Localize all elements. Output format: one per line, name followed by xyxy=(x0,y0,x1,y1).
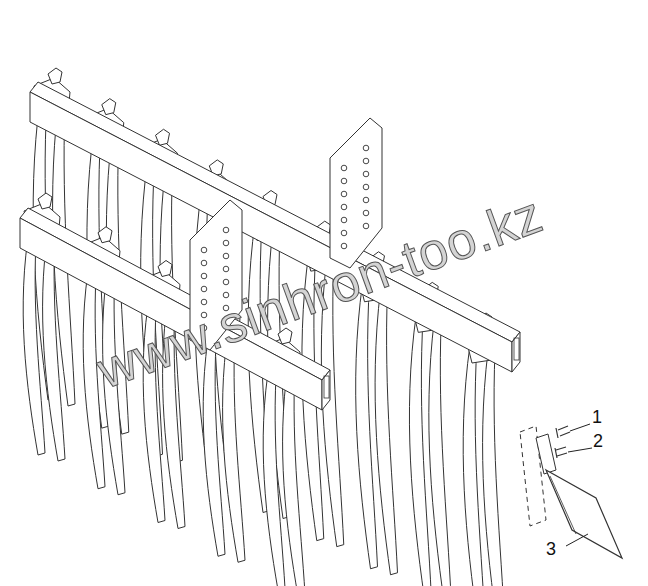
spring-tine xyxy=(409,314,431,586)
plate-hole xyxy=(363,223,369,229)
plate-hole xyxy=(363,158,369,164)
plate-hole xyxy=(363,171,369,177)
blade-edge xyxy=(550,476,576,534)
square-bar-end xyxy=(322,370,330,410)
clamp-bolt xyxy=(48,68,62,84)
callout-number: 3 xyxy=(546,540,556,558)
plate-hole xyxy=(223,240,229,246)
spring-tine xyxy=(263,360,285,586)
plate-hole xyxy=(341,204,347,210)
plate-hole xyxy=(223,266,229,272)
callout-number: 1 xyxy=(592,408,602,426)
plate-hole xyxy=(341,178,347,184)
clamp-bolt xyxy=(38,193,52,209)
spring-tine xyxy=(483,351,505,586)
spring-tine xyxy=(375,290,397,575)
plate-hole xyxy=(341,165,347,171)
plate-hole xyxy=(341,230,347,236)
blade-bracket xyxy=(536,434,556,474)
clamp-bolt xyxy=(98,227,112,243)
plate-hole xyxy=(223,253,229,259)
plate-hole xyxy=(341,191,347,197)
spring-tine xyxy=(356,284,378,569)
plate-hole xyxy=(363,145,369,151)
plate-hole xyxy=(201,273,207,279)
callout-number: 2 xyxy=(593,432,603,450)
plate-hole xyxy=(201,247,207,253)
square-bar-end xyxy=(512,332,520,372)
plate-hole xyxy=(341,243,347,249)
spring-tine xyxy=(463,345,485,586)
bar-opening xyxy=(324,376,329,398)
bolt xyxy=(556,426,570,438)
bar-opening xyxy=(514,338,519,360)
plate-hole xyxy=(201,286,207,292)
plate-hole xyxy=(223,227,229,233)
leader-line xyxy=(566,534,588,546)
plate-hole xyxy=(223,279,229,285)
plate-hole xyxy=(363,210,369,216)
leader-line xyxy=(568,448,592,452)
plate-hole xyxy=(363,184,369,190)
nut xyxy=(555,447,567,458)
plate-hole xyxy=(341,217,347,223)
clamp-bolt xyxy=(156,129,170,145)
blade-plate xyxy=(546,470,622,558)
plate-hole xyxy=(363,197,369,203)
plate-hole xyxy=(201,260,207,266)
plate-hole xyxy=(201,299,207,305)
clamp-bolt xyxy=(102,99,116,115)
clamp-bolt xyxy=(158,261,172,277)
spring-tine xyxy=(429,320,451,586)
leader-line xyxy=(570,424,590,431)
